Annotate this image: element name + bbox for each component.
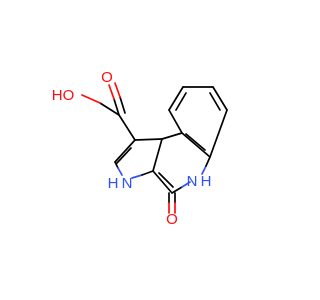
molecule-structure: HO O N H N H O [52, 69, 228, 228]
bond-c9a-c9b [161, 132, 183, 140]
bond-c1-c2-inner [116, 147, 132, 164]
structure-canvas: HO O N H N H O [52, 69, 228, 228]
bond-c5a-c9a [181, 132, 211, 158]
bond-c3a-c9b [152, 138, 163, 172]
bond-cooh-oh-black [99, 102, 120, 116]
carboxylic-acid-group [81, 82, 136, 141]
atom-label-nh-amide-h: H [201, 173, 212, 190]
atom-label-nh-pyrrole-h: H [108, 175, 119, 192]
atom-label-hydroxyl: HO [52, 87, 75, 104]
bond-n5-c5a-blue [201, 165, 207, 175]
bond-cooh-co-a-red [108, 84, 115, 100]
bond-c2-n3-blue [117, 167, 123, 176]
bond-c1-cooh [118, 114, 136, 141]
pyrrole-ring [114, 138, 163, 179]
benzene-ring [168, 86, 228, 158]
bond-c6-c5a [209, 109, 228, 158]
lactam-ring [152, 132, 211, 214]
bond-cooh-oh-red [81, 94, 101, 104]
bond-cooh-co-a-black [113, 98, 120, 116]
bond-c7-c6 [212, 86, 228, 111]
bond-c9-c8-inner [175, 92, 187, 111]
bond-c9-c8 [168, 86, 184, 111]
bond-cooh-co-b-black [119, 96, 126, 114]
bond-c2-n3-black [114, 161, 119, 169]
atom-label-carbonyl-lactam: O [166, 211, 178, 228]
bond-c7-c6-inner [209, 92, 221, 111]
bond-c4-n5-blue [181, 181, 191, 188]
bond-c3a-c4 [152, 170, 173, 194]
bond-n3-c3a-black [141, 170, 154, 176]
bond-n3-c3a-blue [131, 174, 143, 179]
bond-c5a-c9a-inner [185, 133, 206, 151]
bond-n5-c5a-black [205, 156, 211, 167]
atom-label-nh-amide: N [187, 173, 198, 190]
bond-c9a-c9 [168, 109, 183, 134]
bond-c1-c2 [114, 139, 136, 163]
atom-label-nh-pyrrole: N [122, 175, 133, 192]
bond-cooh-co-b-red [114, 82, 121, 98]
atom-label-carbonyl-acid: O [101, 69, 113, 86]
bond-c9b-c1 [134, 138, 163, 141]
bond-c3a-c4-inner [158, 172, 174, 188]
bond-c4-n5-black [171, 186, 183, 194]
